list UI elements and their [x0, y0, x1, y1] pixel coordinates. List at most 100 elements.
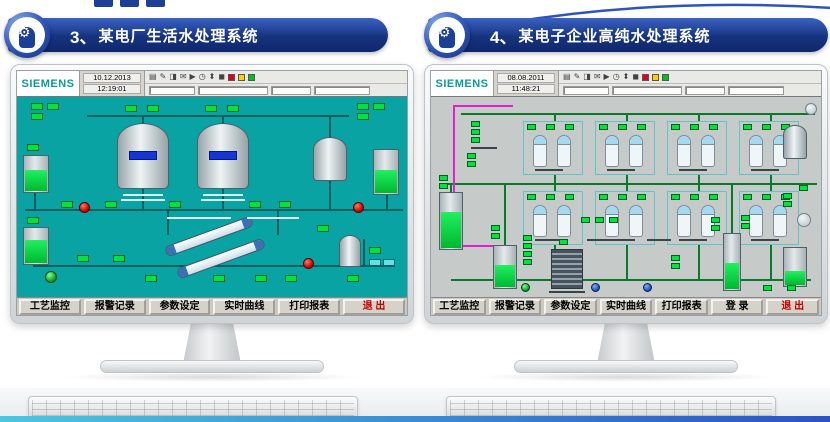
- run-icon[interactable]: ▶: [603, 72, 610, 81]
- valve-indicator: [711, 225, 720, 231]
- edit-icon[interactable]: ✎: [159, 72, 167, 81]
- hmi-header: SIEMENS 10.12.2013 12:19:01 ▤✎◨✉▶◷⬍◼: [17, 71, 407, 97]
- valve-indicator: [471, 129, 480, 135]
- menu-process-monitor-button[interactable]: 工艺监控: [19, 299, 81, 315]
- pipe: [698, 183, 700, 191]
- pipe: [626, 175, 628, 183]
- menu-parameter-button[interactable]: 参数设定: [148, 299, 211, 315]
- monitor-bezel: SIEMENS 10.12.2013 12:19:01 ▤✎◨✉▶◷⬍◼ 工艺监…: [10, 64, 414, 324]
- text-line: [535, 239, 563, 241]
- vessel-cap: [702, 206, 714, 215]
- valve-indicator: [491, 233, 500, 239]
- banner-number: 4、: [490, 27, 517, 47]
- valve-indicator: [671, 255, 680, 261]
- menu-print-button[interactable]: 打印报表: [278, 299, 341, 315]
- run-icon[interactable]: ▶: [189, 72, 196, 81]
- pipe: [770, 183, 772, 191]
- menu-trend-button[interactable]: 实时曲线: [599, 299, 653, 315]
- ro-vessel-icon: [533, 205, 547, 237]
- menu-login-button[interactable]: 登 录: [710, 299, 764, 315]
- vessel-cap: [558, 136, 570, 145]
- alarm-red-indicator: [228, 73, 236, 81]
- tank-icon: [23, 227, 49, 265]
- pipe: [25, 209, 403, 211]
- head-silhouette-icon: [439, 27, 455, 48]
- menu-print-button[interactable]: 打印报表: [655, 299, 708, 315]
- alarm-yellow-indicator: [652, 73, 660, 81]
- badge-inner: ⚙: [429, 17, 465, 53]
- valve-indicator: [711, 217, 720, 223]
- clock-icon[interactable]: ◷: [198, 72, 206, 81]
- pipe: [329, 181, 331, 209]
- tank-level: [725, 263, 739, 289]
- status-green-indicator: [248, 73, 256, 81]
- bottom-accent-strip: [0, 416, 830, 422]
- pump-icon: [303, 258, 314, 269]
- window-icon[interactable]: ◨: [583, 72, 591, 81]
- scroll-icon[interactable]: ⬍: [208, 72, 216, 81]
- pipe: [450, 183, 452, 192]
- pipe: [770, 113, 772, 121]
- edit-icon[interactable]: ✎: [573, 72, 581, 81]
- label-plate: [209, 151, 237, 160]
- monitor-shadow: [476, 372, 776, 382]
- clipped-text-fragment: [94, 0, 190, 9]
- text-line: [549, 291, 585, 293]
- toolbar-fields-row: [145, 84, 407, 96]
- stop-icon[interactable]: ◼: [218, 72, 226, 81]
- hmi-screen-left: SIEMENS 10.12.2013 12:19:01 ▤✎◨✉▶◷⬍◼ 工艺监…: [16, 70, 408, 316]
- valve-indicator: [581, 217, 590, 223]
- monitor-stand-base: [100, 360, 324, 373]
- window-icon[interactable]: ◨: [169, 72, 177, 81]
- valve-indicator: [799, 185, 808, 191]
- pipe: [277, 211, 279, 235]
- mail-icon[interactable]: ✉: [179, 72, 187, 81]
- file-icon[interactable]: ▤: [149, 72, 157, 81]
- menu-exit-button[interactable]: 退 出: [766, 299, 820, 315]
- banner-title: 某电厂生活水处理系统: [98, 27, 259, 45]
- stop-icon[interactable]: ◼: [632, 72, 640, 81]
- file-icon[interactable]: ▤: [563, 72, 571, 81]
- banner-title: 某电子企业高纯水处理系统: [518, 27, 711, 45]
- valve-indicator: [523, 259, 532, 265]
- valve-indicator: [145, 275, 157, 282]
- text-line: [201, 199, 245, 201]
- menu-alarm-log-button[interactable]: 报警记录: [488, 299, 542, 315]
- menu-parameter-button[interactable]: 参数设定: [544, 299, 597, 315]
- pump-icon: [591, 283, 600, 292]
- valve-indicator: [637, 124, 646, 130]
- pipe: [554, 113, 556, 121]
- valve-indicator: [559, 239, 568, 245]
- part: [165, 244, 177, 257]
- hmi-toolbar: ▤✎◨✉▶◷⬍◼: [145, 71, 407, 96]
- text-line: [647, 239, 671, 241]
- badge-inner: ⚙: [9, 17, 45, 53]
- valve-indicator: [439, 183, 448, 189]
- filter-vessel-icon: [313, 137, 347, 181]
- menu-alarm-log-button[interactable]: 报警记录: [83, 299, 146, 315]
- menu-trend-button[interactable]: 实时曲线: [213, 299, 276, 315]
- valve-indicator: [709, 124, 718, 130]
- mail-icon[interactable]: ✉: [593, 72, 601, 81]
- vessel-cap: [534, 136, 546, 145]
- pipe: [554, 175, 556, 183]
- toolbar-field: [314, 85, 370, 95]
- valve-indicator: [762, 194, 771, 200]
- scada-canvas-left: [17, 97, 407, 297]
- menu-process-monitor-button[interactable]: 工艺监控: [433, 299, 486, 315]
- hmi-toolbar: ▤✎◨✉▶◷⬍◼: [559, 71, 821, 96]
- text-line: [751, 239, 779, 241]
- edi-module-icon: [551, 249, 583, 289]
- valve-indicator: [741, 215, 750, 221]
- menu-exit-button[interactable]: 退 出: [343, 299, 405, 315]
- valve-indicator: [671, 124, 680, 130]
- clock-icon[interactable]: ◷: [612, 72, 620, 81]
- datetime-display: 08.08.2011 11:48:21: [493, 71, 559, 96]
- date-display: 10.12.2013: [83, 73, 141, 83]
- text-line: [203, 194, 243, 196]
- valve-indicator: [523, 235, 532, 241]
- valve-indicator: [491, 225, 500, 231]
- valve-indicator: [523, 251, 532, 257]
- pipe: [441, 183, 817, 185]
- scroll-icon[interactable]: ⬍: [622, 72, 630, 81]
